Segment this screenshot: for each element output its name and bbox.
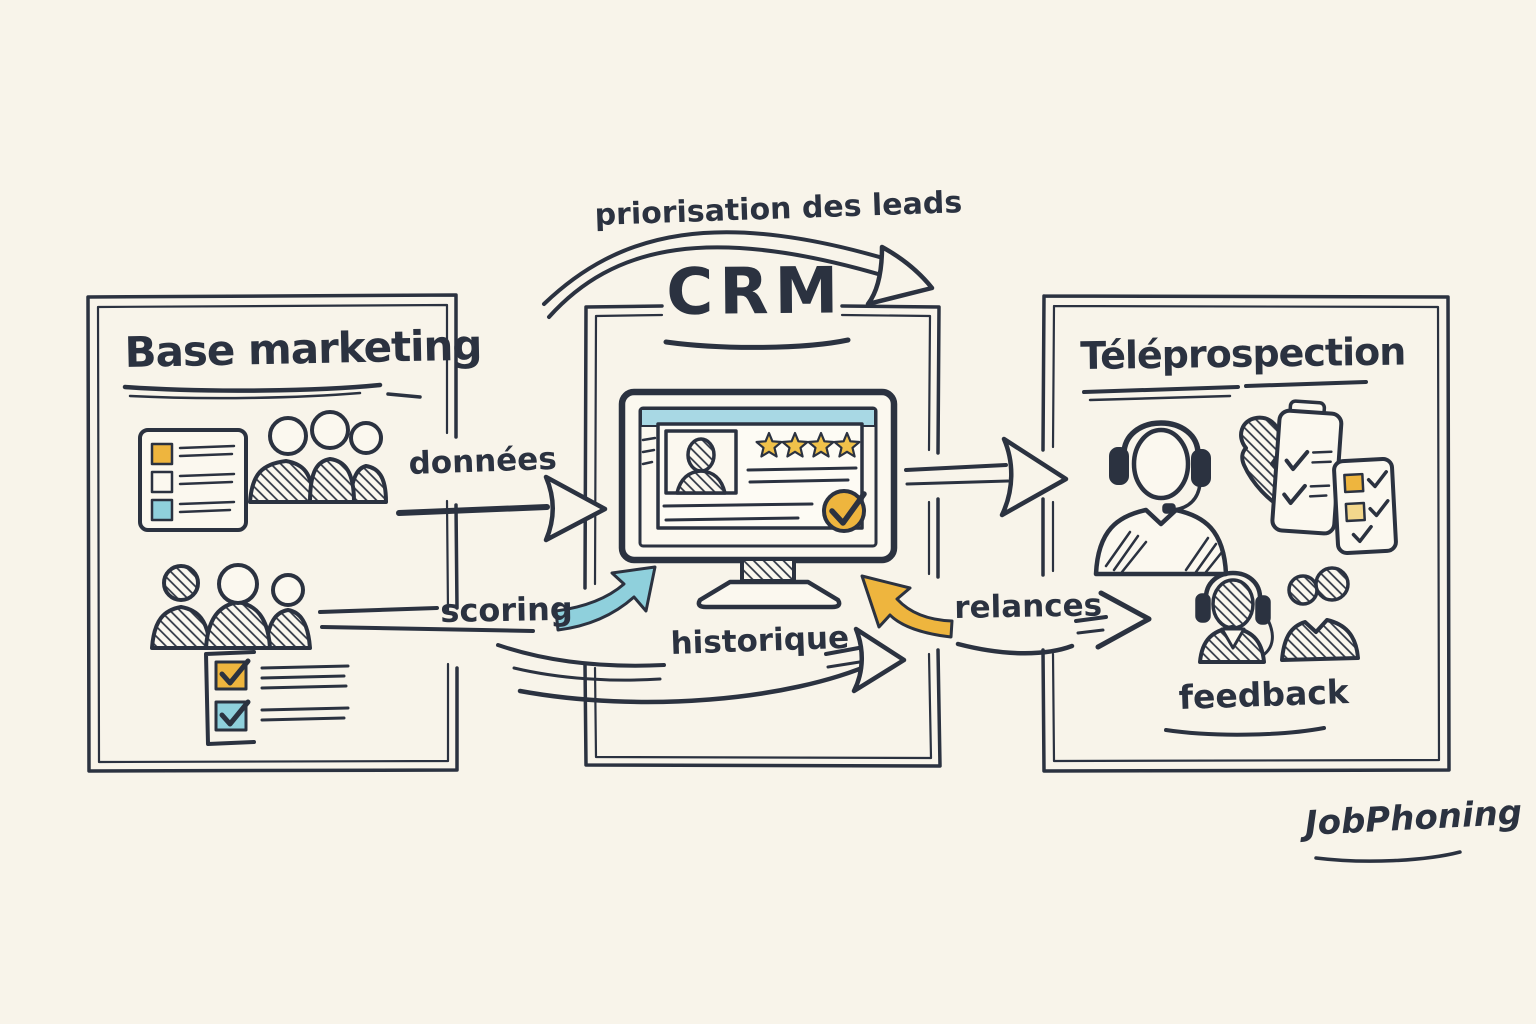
crm-monitor-icon <box>618 388 898 610</box>
scoring-label: scoring <box>440 589 574 630</box>
left-box-border <box>86 293 459 773</box>
monitor-stand <box>696 557 842 610</box>
historique-label: historique <box>670 619 850 662</box>
teleprospection-box-border <box>1041 294 1451 773</box>
scoring-arrow <box>554 565 657 632</box>
contact-list-icon <box>138 410 388 532</box>
right-box-title: Téléprospection <box>1080 329 1406 378</box>
relances-label: relances <box>954 587 1103 626</box>
crm-box-border <box>583 304 942 768</box>
crm-box-title: CRM <box>666 254 845 330</box>
feedback-agents-icon <box>1195 566 1360 664</box>
call-checklist-icon <box>1332 457 1398 555</box>
left-box-title: Base marketing <box>124 320 482 377</box>
relances-arrow <box>860 574 1075 656</box>
feedback-arrow <box>1074 590 1152 650</box>
validated-check-icon <box>822 489 867 533</box>
call-script-icon <box>1270 399 1344 536</box>
feedback-label: feedback <box>1178 672 1350 717</box>
historique-arrow <box>496 626 907 705</box>
audience-group-icon <box>150 563 312 650</box>
title-underlines <box>122 337 1462 863</box>
qualified-checklist-icon <box>204 650 350 746</box>
priorisation-arrow <box>542 230 935 319</box>
crm-to-teleprospection-arrow <box>904 436 1069 518</box>
call-agent-icon <box>1093 420 1229 577</box>
donnees-label: données <box>408 440 558 482</box>
scoring-line <box>318 606 535 633</box>
donnees-arrow <box>396 474 608 543</box>
